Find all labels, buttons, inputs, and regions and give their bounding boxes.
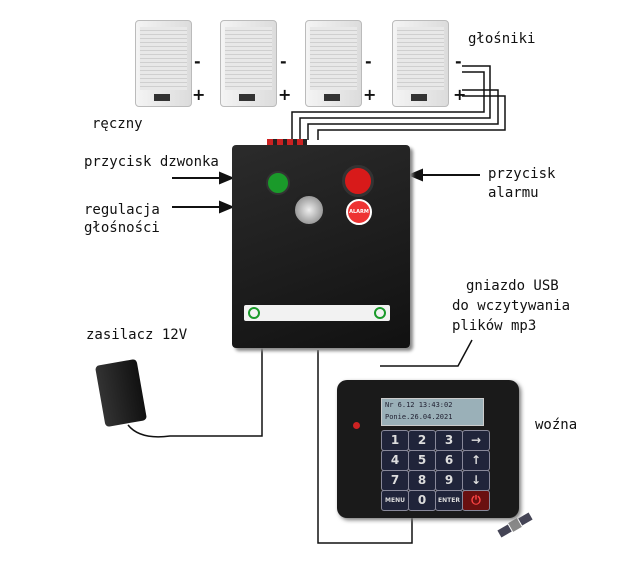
keypad-key[interactable]: ↑ [462,450,490,471]
keypad-key[interactable]: 0 [408,490,436,511]
bell-controller: ALARM [232,139,410,348]
lcd-line: Nr 6.12 13:43:02 [385,401,453,409]
lcd-line: Ponie.26.04.2021 [385,413,453,421]
speaker [392,20,449,107]
satellite-icon [497,512,533,538]
arrows [172,168,480,214]
speaker [220,20,277,107]
keypad-key[interactable]: 6 [435,450,463,471]
power-label: zasilacz 12V [86,327,188,343]
speaker-wire [317,95,506,140]
keypad-key[interactable]: 5 [408,450,436,471]
lcd-display: Nr 6.12 13:43:02 Ponie.26.04.2021 [381,398,484,426]
plus-sign: + [192,85,206,104]
speakers-label: głośniki [468,31,536,47]
volume-label: głośności [84,220,160,236]
keypad-label: woźna [535,417,578,433]
keypad-key[interactable]: → [462,430,490,451]
minus-sign: - [455,52,462,71]
keypad-key[interactable]: 4 [381,450,409,471]
usb-label: gniazdo USB [466,278,559,294]
minus-sign: - [280,52,287,71]
keypad-key[interactable]: 2 [408,430,436,451]
keypad-key[interactable]: 3 [435,430,463,451]
keypad-key[interactable]: 1 [381,430,409,451]
speaker [135,20,192,107]
manual-button-label: ręczny [92,116,143,132]
speaker-wire [307,89,499,140]
alarm-button[interactable] [342,165,374,197]
keypad-key[interactable]: 8 [408,470,436,491]
manual-button-label: przycisk dzwonka [84,154,219,170]
logo-label [244,305,390,321]
minus-sign: - [365,52,372,71]
alarm-label: przycisk [488,166,556,182]
speaker [305,20,362,107]
plus-sign: + [278,85,292,104]
keypad-wire [317,350,413,544]
alarm-label: alarmu [488,185,539,201]
volume-label: regulacja [84,202,160,218]
speaker-wire [299,65,491,140]
keypad-key[interactable]: ↓ [462,470,490,491]
plus-sign: + [363,85,377,104]
usb-label: plików mp3 [452,318,537,334]
usb-label: do wczytywania [452,298,571,314]
alarm-badge: ALARM [346,199,372,225]
keypad-key[interactable]: MENU [381,490,409,511]
minus-sign: - [194,52,201,71]
plus-sign: + [453,85,467,104]
power-wire [127,345,263,438]
usb-pointer [380,339,473,367]
speaker-wire [291,71,485,140]
keypad-key[interactable]: ENTER [435,490,463,511]
speaker-terminals [267,139,307,145]
keypad-key[interactable]: ⏻ [462,490,490,511]
keypad-key[interactable]: 7 [381,470,409,491]
manual-bell-button[interactable] [266,171,290,195]
volume-knob[interactable] [292,193,326,227]
keypad-key[interactable]: 9 [435,470,463,491]
